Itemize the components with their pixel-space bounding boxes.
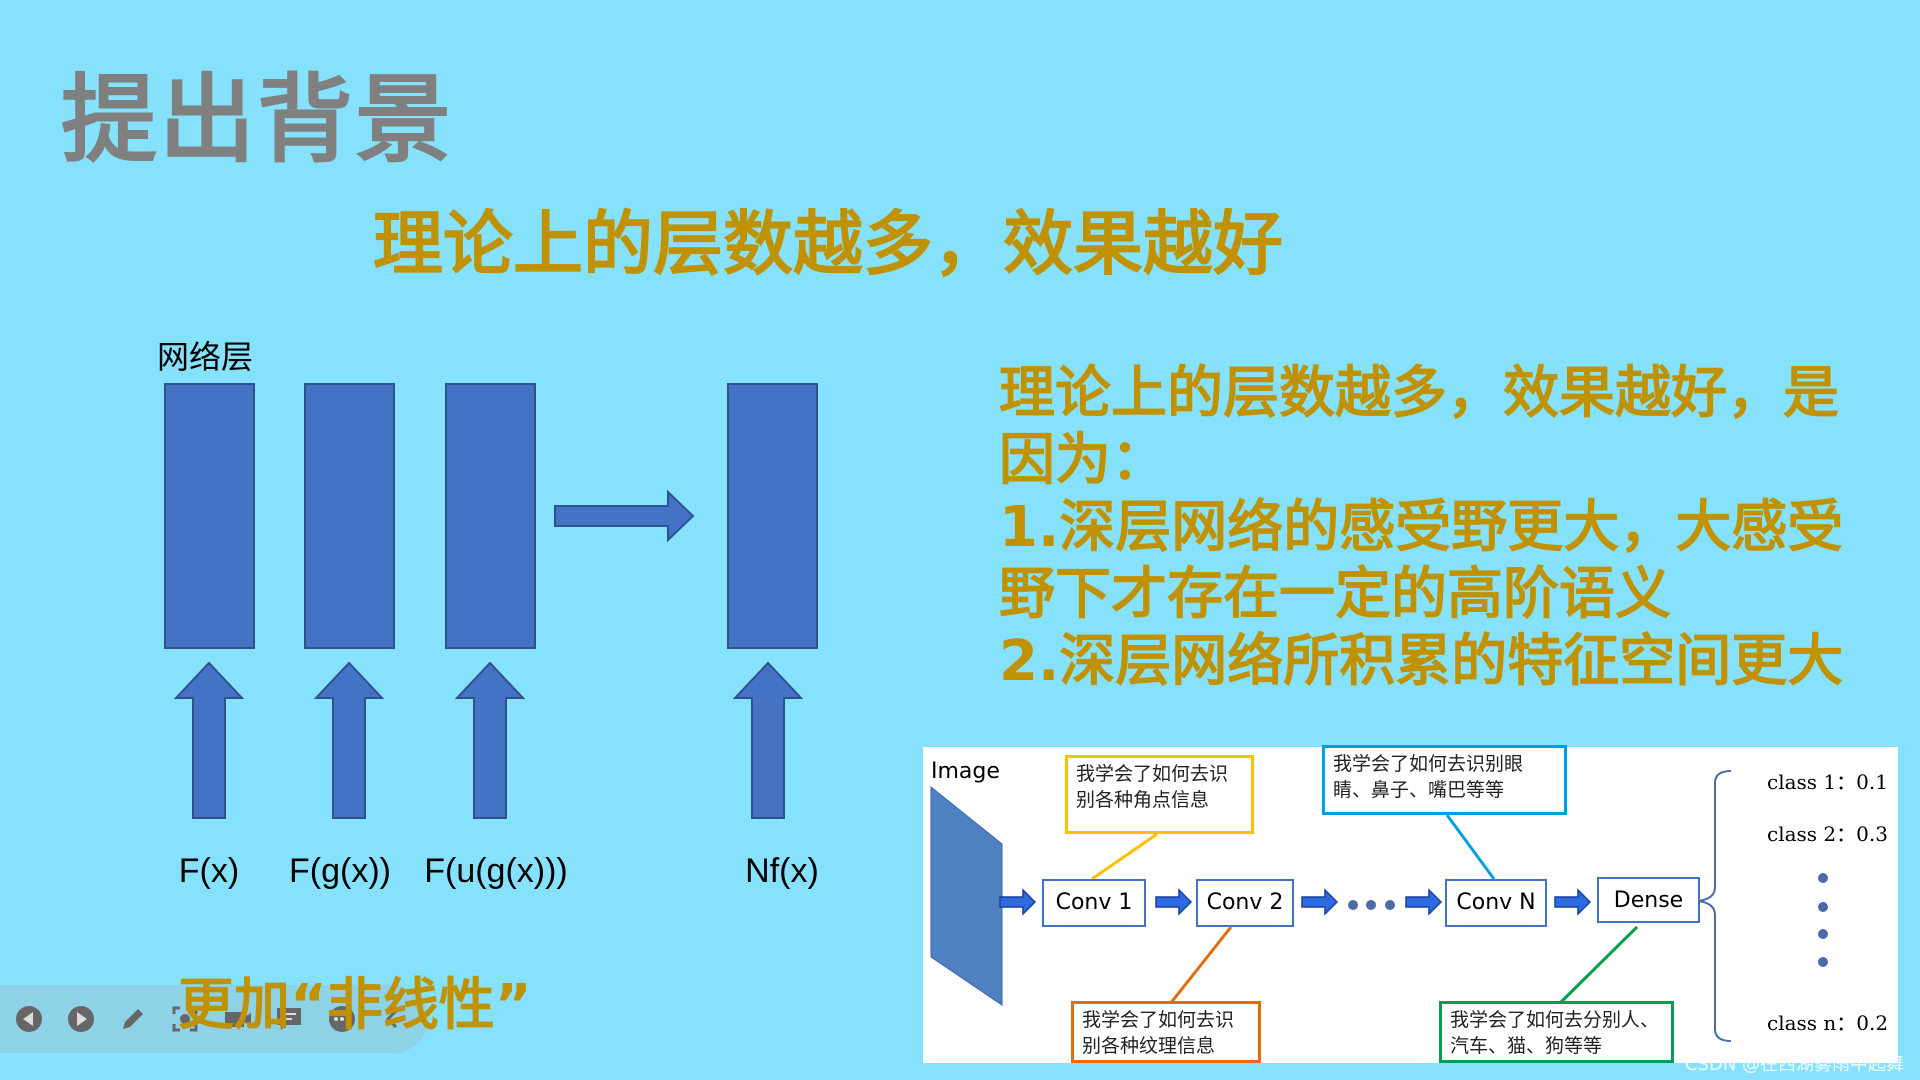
function-label: F(x) xyxy=(178,852,240,890)
nonlinear-text: 更加“非线性” xyxy=(178,973,532,1038)
note-corners: 我学会了如何去识别各种角点信息 xyxy=(1065,755,1254,834)
slide-subtitle: 理论上的层数越多，效果越好 xyxy=(373,203,1283,285)
text-line: 野下才存在一定的高阶语义 xyxy=(999,562,1671,627)
screenshot-icon[interactable] xyxy=(169,1003,201,1035)
conv1-box: Conv 1 xyxy=(1042,879,1146,927)
convn-box: Conv N xyxy=(1445,879,1547,927)
comment-icon[interactable] xyxy=(273,1003,305,1035)
image-label: Image xyxy=(931,759,1000,784)
cnn-diagram: Image Conv 1 Conv 2 Conv N Dense 我学会了如何去… xyxy=(923,745,1898,1063)
right-arrow-icon xyxy=(554,489,695,543)
up-arrow-icon xyxy=(454,661,526,819)
image-shape xyxy=(930,785,1003,1006)
flow-arrow-icon xyxy=(999,888,1037,916)
function-label: F(g(x)) xyxy=(289,852,391,890)
flow-arrow-icon xyxy=(1405,888,1443,916)
class-score: class n：0.2 xyxy=(1767,1011,1889,1035)
diagram-lines xyxy=(930,770,1828,1042)
flow-arrow-icon xyxy=(1554,888,1592,916)
conv2-box: Conv 2 xyxy=(1196,879,1294,927)
class-score: class 2：0.3 xyxy=(1767,822,1888,846)
note-textures: 我学会了如何去识别各种纹理信息 xyxy=(1071,1001,1261,1063)
up-arrow-icon xyxy=(732,661,804,819)
function-label: Nf(x) xyxy=(745,852,819,890)
text-line: 2.深层网络所积累的特征空间更大 xyxy=(999,629,1844,694)
next-icon[interactable] xyxy=(65,1003,97,1035)
watermark: CSDN @在西湖雾雨中起舞 xyxy=(1684,1054,1904,1075)
flow-arrow-icon xyxy=(1301,888,1339,916)
dense-box: Dense xyxy=(1597,877,1700,923)
up-arrow-icon xyxy=(313,661,385,819)
layer-label: 网络层 xyxy=(157,338,254,376)
text-line: 理论上的层数越多，效果越好，是 xyxy=(999,361,1839,426)
collapse-icon[interactable] xyxy=(377,1003,409,1035)
arrows xyxy=(173,489,804,819)
note-objects: 我学会了如何去分别人、汽车、猫、狗等等 xyxy=(1439,1001,1674,1063)
note-features: 我学会了如何去识别眼睛、鼻子、嘴巴等等 xyxy=(1322,745,1567,815)
class-score: class 1：0.1 xyxy=(1767,770,1888,794)
explanation-text: 理论上的层数越多，效果越好，是 因为： 1.深层网络的感受野更大，大感受 野下才… xyxy=(999,360,1879,695)
prev-icon[interactable] xyxy=(13,1003,45,1035)
presentation-toolbar xyxy=(0,985,428,1053)
up-arrow-icon xyxy=(173,661,245,819)
slide-title: 提出背景 xyxy=(61,64,453,176)
flow-arrow-icon xyxy=(1155,888,1193,916)
layer-block-n xyxy=(727,383,818,649)
pen-icon[interactable] xyxy=(117,1003,149,1035)
more-icon[interactable] xyxy=(326,1003,358,1035)
function-label: F(u(g(x))) xyxy=(424,852,568,890)
text-line: 1.深层网络的感受野更大，大感受 xyxy=(999,495,1844,560)
text-line: 因为： xyxy=(999,428,1167,493)
brace xyxy=(1697,770,1732,1042)
layer-block-1 xyxy=(164,383,255,649)
layer-block-2 xyxy=(304,383,395,649)
camera-icon[interactable] xyxy=(222,1003,254,1035)
layer-block-3 xyxy=(445,383,536,649)
